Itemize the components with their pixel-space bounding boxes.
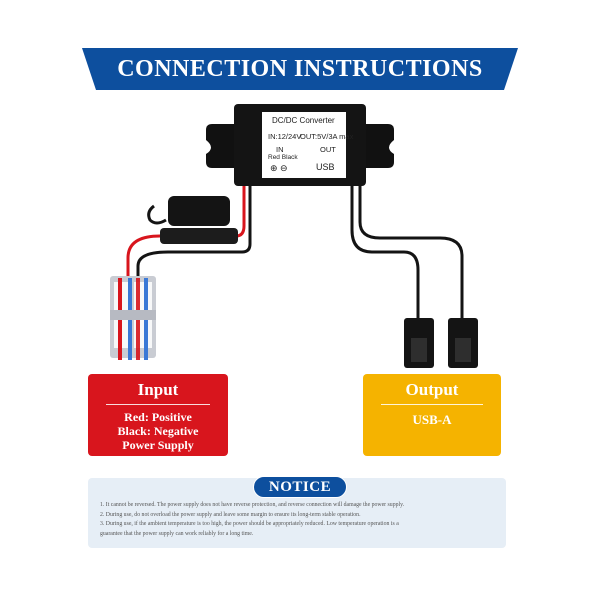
notice-item: 2. During use, do not overload the power… bbox=[100, 511, 361, 518]
converter-wire-colors: Red Black bbox=[268, 154, 298, 161]
notice-item: 1. It cannot be reversed. The power supp… bbox=[100, 502, 405, 508]
wiring-diagram bbox=[110, 104, 478, 368]
input-card: Input Red: Positive Black: Negative Powe… bbox=[88, 374, 228, 456]
converter-out-spec: OUT:5V/3A max bbox=[300, 132, 354, 141]
input-card-line: Black: Negative bbox=[117, 424, 199, 438]
converter-name: DC/DC Converter bbox=[272, 116, 335, 125]
output-card: Output USB-A bbox=[363, 374, 501, 456]
input-card-line: Power Supply bbox=[122, 438, 194, 452]
notice-item: 3. During use, if the ambient temperatur… bbox=[100, 521, 399, 527]
usb-port-1 bbox=[404, 318, 434, 368]
output-card-divider bbox=[381, 404, 483, 405]
banner-background bbox=[82, 48, 518, 90]
usb-output-wire-1 bbox=[350, 186, 420, 320]
title-banner: CONNECTION INSTRUCTIONS bbox=[82, 48, 518, 90]
output-card-line: USB-A bbox=[412, 412, 452, 427]
fuse-holder bbox=[168, 196, 230, 226]
notice-list: 1. It cannot be reversed. The power supp… bbox=[100, 501, 496, 539]
converter-polarity-symbols: ⊕ ⊖ bbox=[270, 163, 288, 173]
fuse-cap-loop bbox=[147, 204, 167, 225]
converter-mount-tab-left bbox=[206, 124, 236, 168]
usb-port-2 bbox=[448, 318, 478, 368]
converter-out-label: OUT bbox=[320, 145, 336, 154]
input-card-title: Input bbox=[137, 380, 179, 399]
banner-title: CONNECTION INSTRUCTIONS bbox=[117, 55, 483, 82]
converter-in-label: IN bbox=[276, 145, 284, 154]
black-input-wire bbox=[136, 186, 252, 282]
lever-connector bbox=[110, 276, 156, 360]
notice-item: guarantee that the power supply can work… bbox=[100, 530, 254, 537]
input-card-line: Red: Positive bbox=[124, 410, 192, 424]
output-card-title: Output bbox=[405, 380, 459, 399]
converter-mount-tab-right bbox=[364, 124, 394, 168]
fuse-holder-base bbox=[160, 228, 238, 244]
converter-port-label: USB bbox=[316, 162, 335, 172]
usb-output-wire-2 bbox=[358, 186, 464, 320]
notice-title: NOTICE bbox=[253, 476, 347, 498]
input-card-divider bbox=[106, 404, 210, 405]
converter-label-plate bbox=[262, 112, 346, 178]
converter-in-spec: IN:12/24V bbox=[268, 132, 302, 141]
